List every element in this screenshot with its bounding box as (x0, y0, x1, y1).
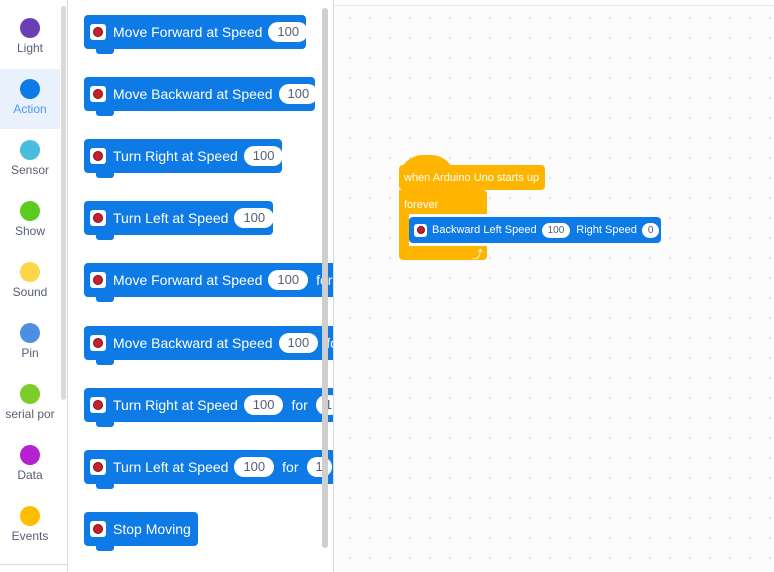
category-scrollbar[interactable] (61, 6, 66, 400)
show-color-dot (20, 201, 40, 221)
block-label: Move Forward at Speed (113, 272, 263, 288)
action-color-dot (20, 79, 40, 99)
block-label: Turn Left at Speed (113, 459, 229, 475)
right-speed-input[interactable]: 0 (641, 222, 660, 238)
category-sensor[interactable]: Sensor (0, 130, 60, 190)
block-label: Turn Right at Speed (113, 148, 238, 164)
category-action[interactable]: Action (0, 69, 60, 129)
arduino-icon (90, 459, 106, 475)
code-workspace[interactable] (334, 0, 774, 572)
arduino-icon (90, 272, 106, 288)
arduino-icon (414, 223, 427, 237)
arduino-icon (90, 24, 106, 40)
category-sound[interactable]: Sound (0, 252, 60, 312)
hat-block-label: when Arduino Uno starts up (404, 172, 540, 184)
category-label: Show (14, 224, 46, 238)
category-events[interactable]: Events (0, 496, 60, 556)
speed-input[interactable]: 100 (234, 457, 275, 477)
speed-input[interactable]: 100 (278, 333, 319, 353)
category-label: Action (13, 102, 47, 116)
workspace-top-border (334, 0, 774, 6)
block-label: Right Speed (576, 224, 637, 236)
category-show[interactable]: Show (0, 191, 60, 251)
speed-input[interactable]: 100 (278, 84, 319, 104)
turn-left-block[interactable]: Turn Left at Speed 100 (84, 201, 275, 240)
category-label: Events (11, 529, 49, 543)
speed-input[interactable]: 100 (243, 395, 284, 415)
category-divider (0, 564, 67, 565)
category-label: serial por (5, 407, 55, 421)
stop-moving-block[interactable]: Stop Moving (84, 512, 198, 551)
turn-right-for-block[interactable]: Turn Right at Speed 100 for 1 (84, 388, 333, 427)
move-forward-block[interactable]: Move Forward at Speed 100 (84, 15, 309, 54)
for-label: for (282, 459, 299, 475)
block-label: Stop Moving (113, 521, 191, 537)
sensor-color-dot (20, 140, 40, 160)
backward-speed-block[interactable]: Backward Left Speed 100 Right Speed 0 (409, 217, 661, 243)
speed-input[interactable]: 100 (268, 22, 309, 42)
left-speed-input[interactable]: 100 (541, 222, 571, 238)
for-label: for (291, 397, 308, 413)
block-label: Move Backward at Speed (113, 86, 273, 102)
category-label: Sound (12, 285, 48, 299)
move-backward-for-block[interactable]: Move Backward at Speed 100 for (84, 326, 333, 365)
move-backward-block[interactable]: Move Backward at Speed 100 (84, 77, 319, 116)
pin-color-dot (20, 323, 40, 343)
category-label: Pin (21, 346, 39, 360)
arduino-icon (90, 335, 106, 351)
events-color-dot (20, 506, 40, 526)
category-serial-port[interactable]: serial por (0, 374, 60, 434)
block-label: Turn Left at Speed (113, 210, 229, 226)
for-label: for (326, 335, 333, 351)
category-sidebar: Light Action Sensor Show Sound Pin seria… (0, 0, 68, 572)
turn-right-block[interactable]: Turn Right at Speed 100 (84, 139, 284, 178)
sound-color-dot (20, 262, 40, 282)
arduino-icon (90, 521, 106, 537)
serial-port-color-dot (20, 384, 40, 404)
speed-input[interactable]: 100 (268, 270, 309, 290)
category-label: Data (17, 468, 43, 482)
category-label: Light (16, 41, 44, 55)
arduino-icon (90, 210, 106, 226)
category-light[interactable]: Light (0, 8, 60, 68)
data-color-dot (20, 445, 40, 465)
arduino-icon (90, 86, 106, 102)
block-label: Move Backward at Speed (113, 335, 273, 351)
arduino-icon (90, 397, 106, 413)
block-palette: Move Forward at Speed 100 Move Backward … (68, 0, 334, 572)
arduino-icon (90, 148, 106, 164)
forever-label: forever (404, 199, 439, 211)
move-forward-for-block[interactable]: Move Forward at Speed 100 for (84, 263, 333, 302)
block-label: Move Forward at Speed (113, 24, 263, 40)
light-color-dot (20, 18, 40, 38)
speed-input[interactable]: 100 (234, 208, 275, 228)
category-data[interactable]: Data (0, 435, 60, 495)
loop-arrow-icon: ⤴ (472, 249, 483, 261)
category-pin[interactable]: Pin (0, 313, 60, 373)
turn-left-for-block[interactable]: Turn Left at Speed 100 for 1 s (84, 450, 333, 489)
when-starts-up-block[interactable]: when Arduino Uno starts up (399, 165, 545, 190)
palette-scrollbar[interactable] (322, 8, 328, 548)
speed-input[interactable]: 100 (243, 146, 284, 166)
block-label: Turn Right at Speed (113, 397, 238, 413)
category-label: Sensor (10, 163, 50, 177)
block-label: Backward Left Speed (432, 224, 537, 236)
